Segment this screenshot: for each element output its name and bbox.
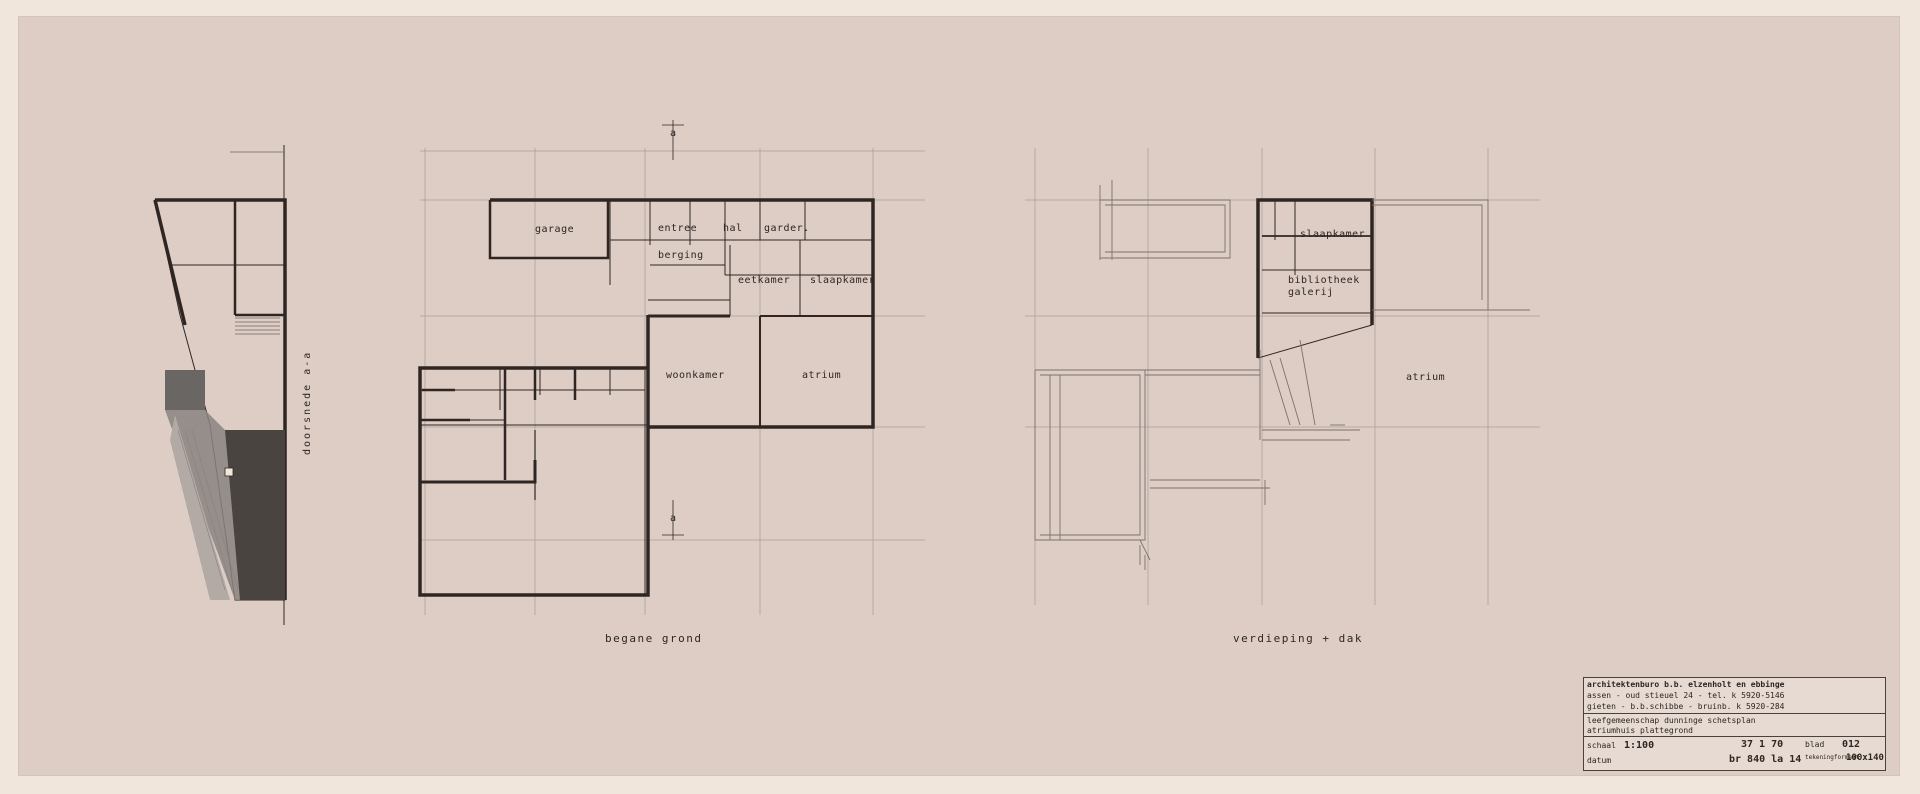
titleblock-blad-label: blad — [1805, 740, 1825, 749]
ground-floor-caption: begane grond — [605, 632, 703, 645]
section-marker-bottom: a — [670, 513, 677, 524]
titleblock-address-2: gieten - b.b.schibbe - bruinb. k 5920-28… — [1587, 702, 1785, 711]
titleblock-datum-label: datum — [1587, 756, 1612, 765]
section-marker-top: a — [670, 128, 677, 139]
upper-floor-plan — [1034, 180, 1530, 570]
room-label-galerij: galerij — [1288, 287, 1334, 298]
paper-surface — [18, 16, 1900, 776]
upper-floor-caption: verdieping + dak — [1233, 632, 1363, 645]
room-label-garder: garder. — [764, 223, 810, 234]
room-label-slaapkamer: slaapkamer — [810, 275, 876, 286]
room-label-woonkamer: woonkamer — [666, 370, 725, 381]
ground-floor-plan — [418, 120, 875, 597]
titleblock-address-1: assen - oud stieuel 24 - tel. k 5920-514… — [1587, 691, 1785, 700]
room-label-entree: entree — [658, 223, 698, 234]
title-block: architektenburo b.b. elzenholt en ebbing… — [1583, 677, 1886, 771]
titleblock-project-2: atriumhuis plattegrond — [1587, 726, 1693, 735]
titleblock-schaal-value: 1:100 — [1624, 740, 1655, 751]
titleblock-blad-value: 012 — [1842, 739, 1861, 750]
room-label-garage: garage — [535, 224, 575, 235]
titleblock-date: 37 1 70 — [1741, 739, 1784, 750]
room-label-upper-slaapkamer: slaapkamer — [1300, 229, 1366, 240]
room-label-hal: hal — [723, 223, 743, 234]
titleblock-office: architektenburo b.b. elzenholt en ebbing… — [1587, 680, 1785, 689]
titleblock-format-value: 100x140 — [1846, 753, 1884, 763]
titleblock-number: br 840 la 14 — [1729, 754, 1802, 765]
room-label-atrium: atrium — [802, 370, 842, 381]
room-label-eetkamer: eetkamer — [738, 275, 791, 286]
room-label-upper-atrium: atrium — [1406, 372, 1446, 383]
room-label-berging: berging — [658, 250, 704, 261]
titleblock-schaal-label: schaal — [1587, 741, 1616, 750]
section-title: doorsnede a-a — [302, 350, 313, 455]
titleblock-format-label: tekeningformaat — [1805, 754, 1860, 761]
section-drawing — [153, 145, 287, 625]
room-label-bibliotheek: bibliotheek — [1288, 275, 1360, 286]
titleblock-project-1: leefgemeenschap dunninge schetsplan — [1587, 716, 1756, 725]
